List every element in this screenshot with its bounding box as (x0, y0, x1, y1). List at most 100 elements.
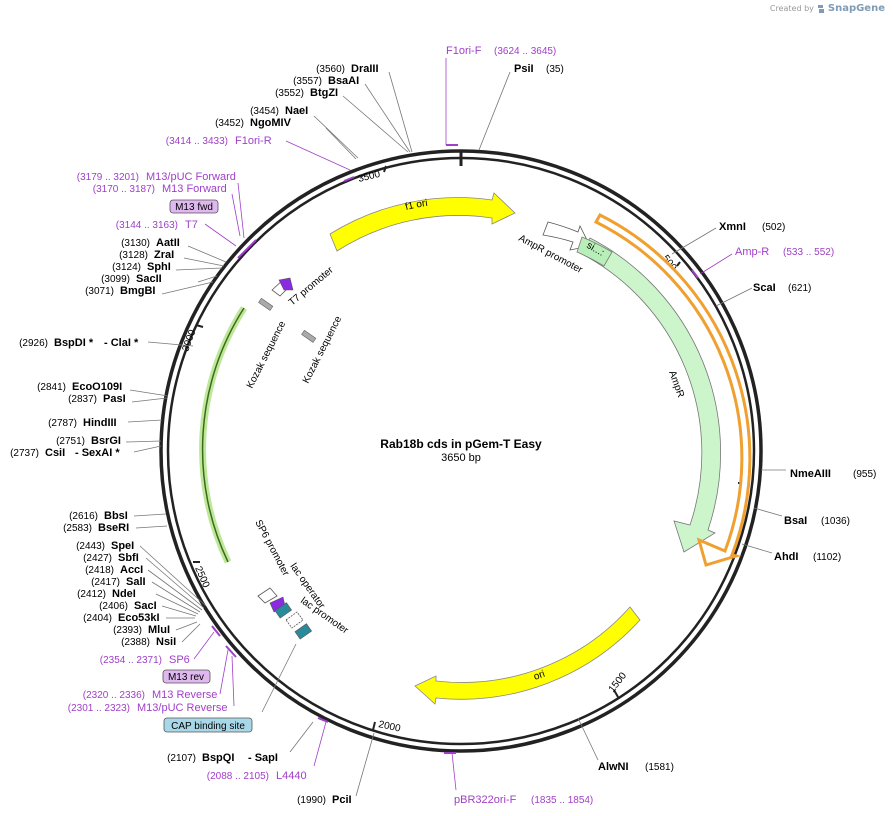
cap-binding-box: CAP binding site (163, 717, 253, 733)
enzyme-pos: (1581) (645, 762, 674, 773)
enzyme-pos: (3130) (121, 238, 150, 249)
primer-range: (3414 .. 3433) (166, 136, 228, 147)
enzyme-site: Eco53kI (118, 612, 160, 624)
snapgene-credit: Created by SnapGene (770, 3, 885, 14)
enzyme-pos: (1036) (821, 516, 850, 527)
t7-promoter-label: T7 promoter (287, 264, 336, 308)
primer-range: (2320 .. 2336) (83, 690, 145, 701)
enzyme-site: SalI (126, 576, 146, 588)
enzyme-site: EcoO109I (72, 381, 122, 393)
enzyme-site: CsiI (45, 447, 65, 459)
kozak-mark-1 (258, 297, 274, 311)
enzyme-pos: (502) (762, 222, 785, 233)
kozak-label-1: Kozak sequence (245, 319, 289, 390)
enzyme-pos: (35) (546, 64, 564, 75)
enzyme-site: AlwNI (598, 761, 629, 773)
enzyme-site-alt: - ClaI * (104, 337, 139, 349)
cap-binding-label: CAP binding site (171, 721, 245, 732)
tick-1500: 1500 (607, 670, 630, 695)
primer-name: M13/pUC Reverse (137, 702, 227, 714)
svg-text:f1 ori: f1 ori (404, 198, 428, 213)
enzyme-site: DraIII (351, 63, 379, 75)
primer-range: (3170 .. 3187) (93, 184, 155, 195)
leader-lines (125, 71, 786, 797)
enzyme-pos: (1990) (297, 795, 326, 806)
ori-label: ori (532, 669, 546, 683)
f1-ori-arrow (329, 192, 516, 252)
primer-name: M13 Forward (162, 183, 227, 195)
enzyme-pos: (2841) (37, 382, 66, 393)
enzyme-pos: (2837) (68, 394, 97, 405)
enzyme-site: BbsI (104, 510, 128, 522)
primer-leader-lines (193, 58, 733, 791)
enzyme-pos: (2751) (56, 436, 85, 447)
enzyme-pos: (2926) (19, 338, 48, 349)
enzyme-site: PsiI (514, 63, 534, 75)
enzyme-pos: (3128) (119, 250, 148, 261)
enzyme-site: SphI (147, 261, 171, 273)
enzyme-pos: (2388) (121, 637, 150, 648)
enzyme-pos: (3124) (112, 262, 141, 273)
backbone-inner (166, 156, 756, 746)
enzyme-pos: (3560) (316, 64, 345, 75)
enzyme-site: NaeI (285, 105, 308, 117)
tick-3500: 3500 (357, 169, 382, 185)
enzyme-site: BspDI * (54, 337, 94, 349)
enzyme-site: SpeI (111, 540, 134, 552)
kozak-label-2: Kozak sequence (301, 314, 345, 385)
ori-arrow (414, 606, 641, 705)
ampr-arrow (579, 237, 722, 553)
primer-range: (2088 .. 2105) (207, 771, 269, 782)
enzyme-labels: (3560) DraIII (3557) BsaAI (3552) BtgZI … (10, 63, 876, 806)
enzyme-site: AhdI (774, 551, 798, 563)
snapgene-logo-icon (817, 4, 824, 13)
primer-range: (2301 .. 2323) (68, 703, 130, 714)
enzyme-site: NmeAIII (790, 468, 831, 480)
enzyme-site: SacII (136, 273, 162, 285)
enzyme-pos: (2427) (83, 553, 112, 564)
ampr-label: AmpR (666, 369, 686, 399)
enzyme-pos: (2404) (83, 613, 112, 624)
primer-marks (211, 144, 699, 754)
enzyme-pos: (3454) (250, 106, 279, 117)
primer-name: F1ori-F (446, 45, 482, 57)
enzyme-pos: (2412) (77, 589, 106, 600)
enzyme-pos: (2107) (167, 753, 196, 764)
enzyme-site: AatII (156, 237, 180, 249)
enzyme-site: BsaI (784, 515, 807, 527)
enzyme-pos: (2616) (69, 511, 98, 522)
enzyme-pos: (2583) (63, 523, 92, 534)
tick-2000: 2000 (377, 719, 401, 734)
enzyme-pos: (2737) (10, 448, 39, 459)
enzyme-pos: (2418) (85, 565, 114, 576)
sp6-promoter-label: SP6 promoter (252, 518, 291, 578)
primer-name: T7 (185, 219, 198, 231)
primer-range: (3624 .. 3645) (494, 46, 556, 57)
credit-prefix: Created by (769, 4, 814, 13)
enzyme-site: ZraI (154, 249, 174, 261)
enzyme-site: PasI (103, 393, 126, 405)
primer-range: (3144 .. 3163) (116, 220, 178, 231)
enzyme-site: BspQI (202, 752, 234, 764)
lac-promoter-arrow (285, 611, 304, 629)
enzyme-site: AccI (120, 564, 143, 576)
lac-operator-box (274, 602, 293, 619)
tick-2500: 2500 (192, 565, 211, 590)
enzyme-pos: (3552) (275, 88, 304, 99)
enzyme-site: BseRI (98, 522, 129, 534)
enzyme-pos: (2443) (76, 541, 105, 552)
enzyme-site: XmnI (719, 221, 746, 233)
plasmid-name: Rab18b cds in pGem-T Easy (380, 437, 542, 451)
plasmid-length: 3650 bp (441, 452, 481, 464)
enzyme-site: SbfI (118, 552, 139, 564)
enzyme-site: BsaAI (328, 75, 359, 87)
primer-range: (1835 .. 1854) (531, 795, 593, 806)
primer-name: F1ori-R (235, 135, 272, 147)
enzyme-site-alt: - SapI (248, 752, 278, 764)
enzyme-site: PciI (332, 794, 352, 806)
enzyme-site: NsiI (156, 636, 176, 648)
primer-name: L4440 (276, 770, 307, 782)
enzyme-pos: (2417) (91, 577, 120, 588)
sp6-promoter-arrow (257, 587, 278, 604)
